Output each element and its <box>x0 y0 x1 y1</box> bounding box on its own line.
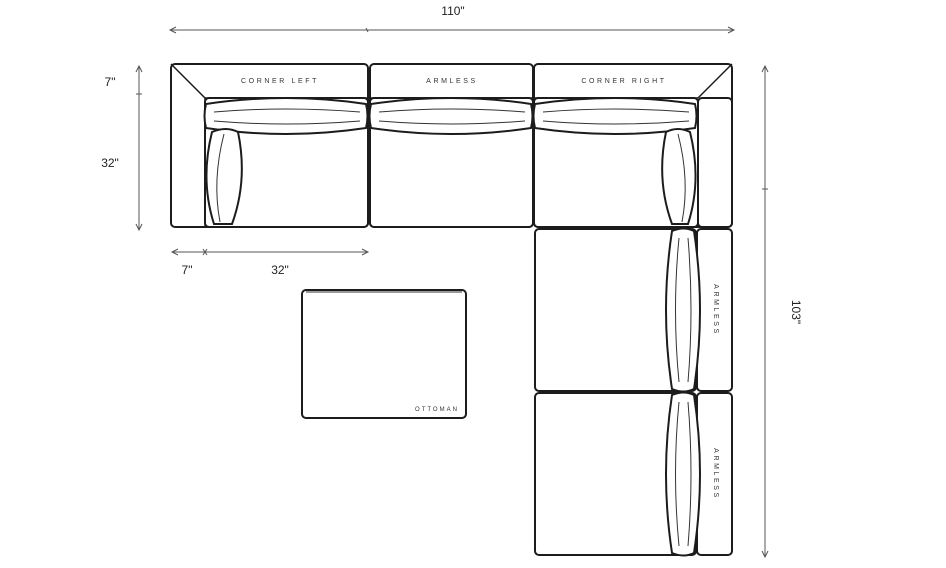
side-cushion <box>661 128 697 225</box>
overall-width-label: 110" <box>441 4 464 18</box>
back-cushion <box>665 391 701 557</box>
overall-depth-label: 103" <box>789 300 803 324</box>
module-corner-right: CORNER RIGHT <box>532 63 733 228</box>
dimension-arm-and-seat-width: 7" 32" <box>170 248 370 277</box>
arm-width-label: 7" <box>182 263 193 277</box>
seat-width-label: 32" <box>271 263 289 277</box>
module-corner-left: CORNER LEFT <box>170 63 369 228</box>
label-armless-middle: ARMLESS <box>712 284 719 336</box>
label-corner-left: CORNER LEFT <box>241 78 319 85</box>
seat-depth-label: 32" <box>101 156 119 170</box>
dimension-overall-depth: 103" <box>761 64 803 559</box>
module-armless-bottom: ARMLESS <box>534 391 733 557</box>
label-armless-bottom: ARMLESS <box>712 448 719 500</box>
back-cushion <box>368 97 534 135</box>
back-depth-label: 7" <box>105 75 116 89</box>
module-armless-top: ARMLESS <box>368 63 534 228</box>
arm-cushion <box>205 128 243 225</box>
dimension-overall-width: 110" <box>168 4 736 34</box>
back-cushion <box>665 227 701 393</box>
label-corner-right: CORNER RIGHT <box>581 78 666 85</box>
dimension-back-and-seat-depth: 7" 32" <box>101 64 143 232</box>
back-cushion <box>532 97 698 135</box>
label-ottoman: OTTOMAN <box>415 407 459 413</box>
label-armless-top: ARMLESS <box>426 78 478 85</box>
module-ottoman: OTTOMAN <box>301 289 467 419</box>
back-cushion <box>203 97 369 135</box>
module-armless-middle: ARMLESS <box>534 227 733 393</box>
